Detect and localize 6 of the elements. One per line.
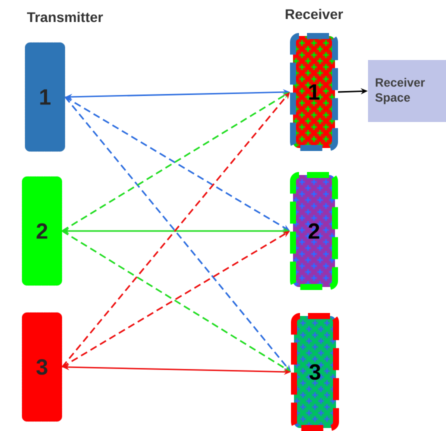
- receiver-space-box: Receiver Space: [368, 60, 446, 122]
- heading: Receiver: [286, 8, 343, 20]
- transmitter-box: 3: [22, 312, 62, 422]
- heading: Transmitter: [27, 12, 103, 22]
- transmitter-box: 2: [22, 176, 62, 286]
- transmitter-box: 1: [24, 42, 66, 152]
